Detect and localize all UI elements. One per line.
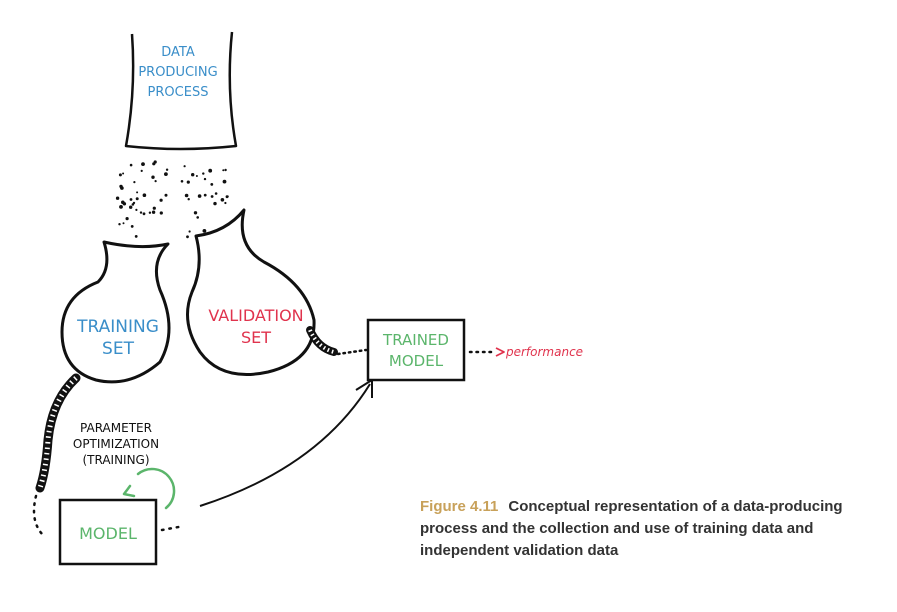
model-input-dots <box>32 494 44 536</box>
data-dot <box>122 172 125 175</box>
data-dot <box>118 173 122 177</box>
data-dot <box>129 205 133 209</box>
data-dot <box>203 177 207 181</box>
data-dot <box>119 184 123 189</box>
data-dot <box>226 195 229 198</box>
data-dot <box>142 212 146 216</box>
trained-model-frame <box>366 318 466 382</box>
data-dot <box>133 181 136 184</box>
optimization-label-line1: PARAMETER <box>80 421 152 435</box>
data-dot <box>164 193 168 197</box>
data-dot <box>118 223 121 226</box>
performance-label: performance <box>505 345 583 359</box>
data-dot <box>202 172 205 175</box>
data-dot <box>187 198 190 201</box>
data-dot <box>159 211 163 215</box>
validation-set-bag: VALIDATION SET <box>186 208 316 376</box>
training-set-label-line2: SET <box>102 339 135 359</box>
trained-model-label-line2: MODEL <box>389 352 444 370</box>
process-label-line1: DATA <box>161 45 195 60</box>
data-dot <box>222 179 227 184</box>
data-dot <box>121 200 125 205</box>
data-dot <box>135 208 138 211</box>
data-dot <box>184 193 189 198</box>
data-dot <box>140 169 143 172</box>
model-label: MODEL <box>79 524 137 543</box>
validation-set-label-line2: SET <box>241 328 271 347</box>
data-stream-dots <box>115 160 229 239</box>
process-label-line3: PROCESS <box>148 85 209 100</box>
data-dot <box>224 201 227 205</box>
data-dot <box>183 165 186 168</box>
data-dot <box>214 192 218 195</box>
trained-model-label-line1: TRAINED <box>382 331 449 349</box>
model-output-dots <box>160 524 186 532</box>
model-box-frame <box>58 498 158 566</box>
process-label-line2: PRODUCING <box>138 65 217 80</box>
figure-caption-text: Conceptual representation of a data-prod… <box>420 498 843 559</box>
performance-arrowhead <box>495 347 505 357</box>
data-dot <box>151 210 156 214</box>
data-dot <box>196 216 199 219</box>
training-tube <box>35 373 81 493</box>
optimization-cycle-icon <box>122 467 176 510</box>
data-dot <box>203 193 207 197</box>
data-dot <box>164 172 168 177</box>
data-dot <box>152 206 156 210</box>
data-dot <box>139 211 143 214</box>
data-dot <box>148 211 152 214</box>
data-dot <box>159 198 163 202</box>
optimization-label-line2: OPTIMIZATION <box>73 437 159 451</box>
validation-flow-dots <box>336 348 368 356</box>
data-dot <box>129 198 133 201</box>
data-dot <box>222 169 225 172</box>
validation-bag-shape <box>186 208 316 376</box>
data-dot <box>141 162 145 167</box>
data-producing-process: DATA PRODUCING PROCESS <box>124 31 238 151</box>
data-dot <box>213 201 217 206</box>
training-set-label-line1: TRAINING <box>76 317 159 337</box>
data-dot <box>220 198 225 202</box>
data-dot <box>115 196 120 200</box>
data-dot <box>191 173 195 177</box>
data-dot <box>132 201 136 205</box>
data-dot <box>119 205 123 209</box>
training-arrow <box>199 379 373 507</box>
data-dot <box>125 217 129 221</box>
training-bag-shape <box>60 240 171 384</box>
data-dot <box>134 235 138 238</box>
data-dot <box>197 194 202 198</box>
data-dot <box>186 235 189 239</box>
validation-set-label-line1: VALIDATION <box>208 306 303 325</box>
data-dot <box>122 222 125 225</box>
data-dot <box>180 180 184 183</box>
trained-model-box: TRAINED MODEL <box>366 318 466 382</box>
data-dot <box>224 168 227 172</box>
data-dot <box>165 168 169 171</box>
model-box: MODEL <box>58 498 158 566</box>
data-dot <box>210 183 214 186</box>
figure-number: Figure 4.11 <box>420 498 499 515</box>
data-dot <box>135 197 139 201</box>
data-dot <box>208 168 213 173</box>
data-dot <box>153 160 157 164</box>
optimization-label-line3: (TRAINING) <box>82 453 149 467</box>
data-dot <box>193 211 198 215</box>
data-dot <box>136 191 139 194</box>
process-funnel-shape <box>124 31 238 151</box>
data-dot <box>188 230 191 233</box>
data-dot <box>130 225 134 228</box>
data-dot <box>210 195 214 198</box>
data-dot <box>151 175 155 179</box>
data-dot <box>154 180 157 183</box>
data-dot <box>142 193 147 197</box>
data-dot <box>129 163 133 167</box>
validation-tube <box>306 326 338 356</box>
data-dot <box>202 229 207 233</box>
training-set-bag: TRAINING SET <box>60 240 171 384</box>
data-dot <box>195 175 198 177</box>
data-dot <box>186 180 190 184</box>
